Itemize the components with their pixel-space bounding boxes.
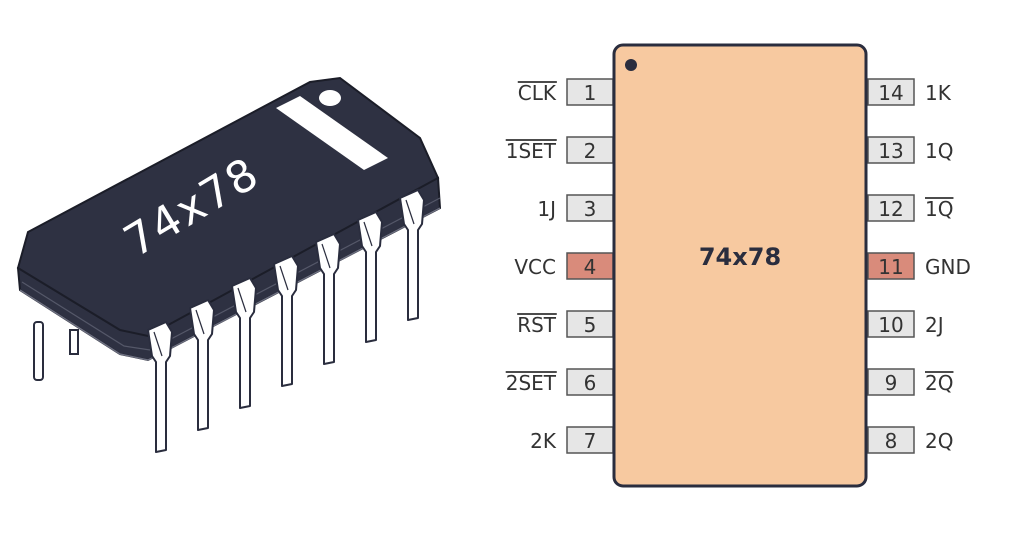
package-stripe: [276, 96, 388, 170]
front-leads: [147, 189, 425, 453]
pin-box: [867, 136, 915, 164]
pin-7: 7 2K: [530, 426, 614, 454]
pin-10: 10 2J: [867, 310, 944, 338]
pin-name: 1Q: [925, 197, 953, 221]
front-lead: [189, 299, 215, 431]
left-pin-column: 1 CLK 2 1SET 3 1J 4 VCC 5 RST 6 2SET 7 2K: [505, 78, 614, 454]
pin-box: [867, 426, 915, 454]
pin-number: 14: [878, 81, 903, 105]
pin-name: 1J: [537, 197, 556, 221]
pin-6: 6 2SET: [505, 368, 614, 396]
dip-package-illustration: 74x78: [16, 76, 442, 453]
pin-box: [867, 252, 915, 280]
pin-name: 2Q: [925, 429, 953, 453]
pin-14: 14 1K: [867, 78, 952, 106]
pin-box: [867, 310, 915, 338]
pin-1: 1 CLK: [517, 78, 614, 106]
pin-3: 3 1J: [537, 194, 614, 222]
pin-number: 7: [584, 429, 597, 453]
pin-name: GND: [925, 255, 971, 279]
pin-number: 1: [584, 81, 597, 105]
back-lead: [33, 321, 44, 381]
pin-number: 4: [584, 255, 597, 279]
pin-name: 2Q: [925, 371, 953, 395]
pin-13: 13 1Q: [867, 136, 953, 164]
front-lead: [357, 211, 383, 343]
pin-number: 13: [878, 139, 903, 163]
pin-box: [867, 78, 915, 106]
pin-name: 1Q: [925, 139, 953, 163]
pin-12: 12 1Q: [867, 194, 954, 222]
pin-number: 3: [584, 197, 597, 221]
pin-2: 2 1SET: [505, 136, 614, 164]
pin-number: 2: [584, 139, 597, 163]
pin-box: [867, 368, 915, 396]
pin-number: 12: [878, 197, 903, 221]
pin-number: 11: [878, 255, 903, 279]
pin-9: 9 2Q: [867, 368, 954, 396]
pin-name: 1K: [925, 81, 952, 105]
right-pin-column: 14 1K 13 1Q 12 1Q 11 GND 10 2J 9 2Q 8 2Q: [867, 78, 971, 454]
pin-number: 9: [885, 371, 898, 395]
pin-name: 2K: [530, 429, 557, 453]
front-lead: [315, 233, 341, 365]
pin-name: RST: [517, 313, 557, 337]
pin-box: [566, 78, 614, 106]
pin1-dot: [625, 59, 637, 71]
chip-body: [612, 43, 868, 488]
pin-box: [566, 252, 614, 280]
back-lead: [69, 329, 79, 355]
pin-name: 2SET: [506, 371, 557, 395]
pin-number: 10: [878, 313, 903, 337]
pin-box: [566, 426, 614, 454]
pin-box: [867, 194, 915, 222]
pin-name: 2J: [925, 313, 944, 337]
front-lead: [147, 321, 173, 453]
pin-11: 11 GND: [867, 252, 971, 280]
pin-5: 5 RST: [517, 310, 614, 338]
pin-name: 1SET: [506, 139, 557, 163]
back-leads: [33, 321, 79, 381]
pin-name: CLK: [518, 81, 557, 105]
pin-number: 6: [584, 371, 597, 395]
pin-8: 8 2Q: [867, 426, 953, 454]
pin-number: 8: [885, 429, 898, 453]
pin-number: 5: [584, 313, 597, 337]
front-lead: [273, 255, 299, 387]
front-lead: [231, 277, 257, 409]
pin1-marker: [319, 90, 341, 106]
pin-name: VCC: [514, 255, 556, 279]
pin-box: [566, 368, 614, 396]
pin-4: 4 VCC: [514, 252, 614, 280]
chip-label: 74x78: [699, 243, 781, 271]
front-lead: [399, 189, 425, 321]
